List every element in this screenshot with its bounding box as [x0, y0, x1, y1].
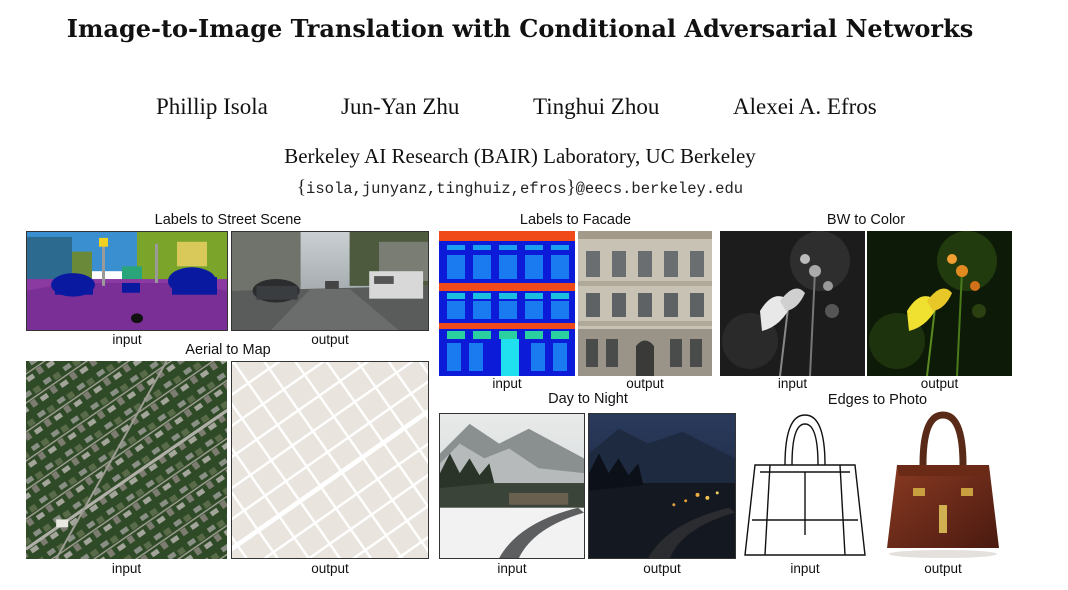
aerial-photo-input	[26, 361, 227, 559]
street-label-image	[26, 231, 228, 331]
panel-title-aerial: Aerial to Map	[185, 342, 271, 358]
author-name: Tinghui Zhou	[533, 94, 660, 119]
night-photo-output	[588, 413, 736, 559]
bw-input-caption: input	[777, 376, 808, 391]
email-close-brace: }	[566, 177, 576, 198]
author-name: Phillip Isola	[156, 94, 268, 119]
street-input-caption: input	[112, 332, 142, 347]
author-emails: {isola,junyanz,tinghuiz,efros}@eecs.berk…	[0, 177, 1040, 199]
facade-output-caption: output	[626, 376, 664, 391]
paper-title: Image-to-Image Translation with Conditio…	[66, 14, 974, 43]
affiliation: Berkeley AI Research (BAIR) Laboratory, …	[284, 144, 756, 168]
facade-photo-output	[578, 231, 712, 376]
edges-input-caption: input	[790, 561, 820, 576]
panel-title-facade: Labels to Facade	[519, 212, 632, 228]
map-output	[231, 361, 429, 559]
bag-output-caption: output	[924, 561, 962, 576]
bag-edges-input	[740, 410, 870, 560]
panel-title-bwcolor: BW to Color	[826, 212, 906, 228]
email-domain: @eecs.berkeley.edu	[575, 180, 744, 198]
panel-title-daynight: Day to Night	[548, 391, 628, 407]
author-name: Alexei A. Efros	[733, 94, 877, 119]
panel-title-street: Labels to Street Scene	[154, 212, 302, 228]
aerial-output-caption: output	[311, 561, 349, 576]
color-output-caption: output	[920, 376, 959, 391]
email-open-brace: {	[296, 177, 307, 198]
color-photo-output	[867, 231, 1012, 376]
aerial-input-caption: input	[111, 561, 142, 576]
author-name: Jun-Yan Zhu	[341, 94, 460, 119]
bag-photo-output	[883, 410, 1003, 560]
street-output-caption: output	[311, 332, 349, 347]
day-photo-input	[439, 413, 585, 559]
bw-photo-input	[720, 231, 865, 376]
email-usernames: isola,junyanz,tinghuiz,efros	[306, 180, 567, 198]
night-output-caption: output	[643, 561, 681, 576]
street-photo-output	[231, 231, 429, 331]
day-input-caption: input	[497, 561, 527, 576]
facade-input-caption: input	[492, 376, 522, 391]
panel-title-edges: Edges to Photo	[827, 392, 928, 408]
facade-label-image	[439, 231, 575, 376]
